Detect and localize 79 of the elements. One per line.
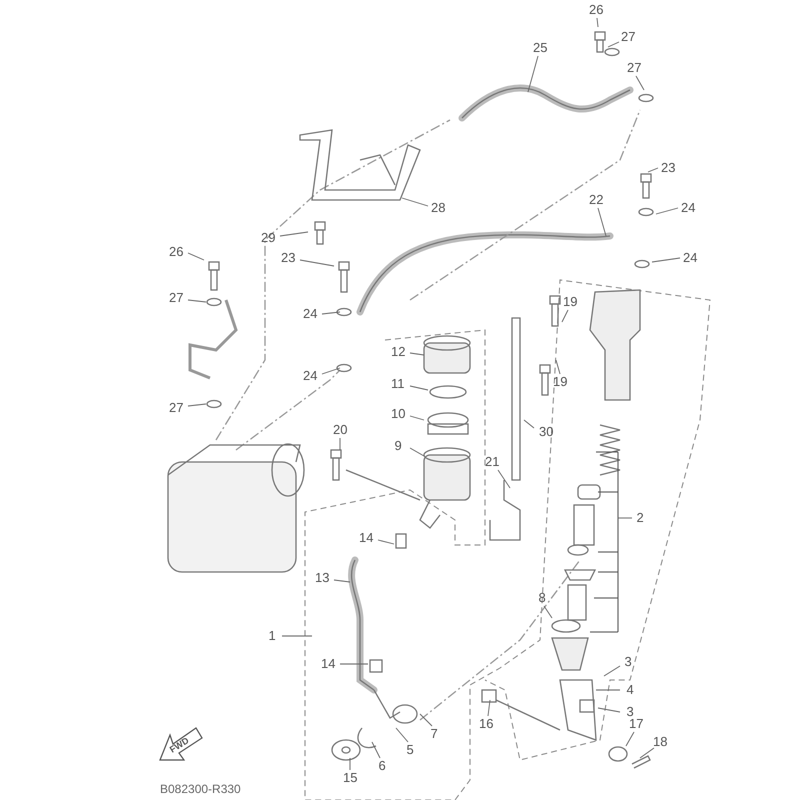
leader-line: [280, 232, 308, 236]
leader-line: [544, 606, 552, 618]
leader-line: [420, 714, 432, 726]
leader-line: [410, 416, 424, 420]
leader-line: [396, 728, 408, 742]
callout-number: 9: [394, 439, 403, 453]
leader-line: [488, 700, 490, 716]
leader-line: [300, 260, 334, 266]
callout-number: 4: [626, 683, 635, 697]
callout-number: 11: [390, 377, 406, 391]
bracket: [590, 452, 618, 632]
callout-number: 27: [620, 30, 636, 44]
callout-number: 24: [302, 369, 318, 383]
leader-line: [322, 312, 340, 314]
callout-number: 27: [168, 401, 184, 415]
callout-number: 7: [430, 727, 439, 741]
leader-line: [598, 708, 620, 712]
leader-line: [598, 208, 606, 236]
leader-line: [636, 76, 644, 90]
leader-line: [410, 386, 428, 390]
callout-number: 23: [660, 161, 676, 175]
callout-number: 13: [314, 571, 330, 585]
callout-number: 27: [626, 61, 642, 75]
leader-line: [556, 360, 560, 374]
leader-line: [652, 258, 680, 262]
callout-number: 14: [358, 531, 374, 545]
callout-number: 20: [332, 423, 348, 437]
callout-number: 21: [484, 455, 500, 469]
leader-line: [410, 448, 424, 456]
callout-number: 26: [588, 3, 604, 17]
callout-number: 15: [342, 771, 358, 785]
leader-line: [188, 300, 206, 302]
callout-number: 26: [168, 245, 184, 259]
callout-number: 12: [390, 345, 406, 359]
callout-number: 23: [280, 251, 296, 265]
direction-label: FWD: [166, 734, 192, 757]
leader-line: [648, 168, 658, 172]
callout-number: 30: [538, 425, 554, 439]
callout-number: 19: [562, 295, 578, 309]
callout-number: 18: [652, 735, 668, 749]
leader-line: [528, 56, 538, 92]
leader-line: [322, 368, 340, 374]
callout-number: 16: [478, 717, 494, 731]
callout-number: 8: [538, 591, 547, 605]
callout-number: 24: [682, 251, 698, 265]
callout-number: 27: [168, 291, 184, 305]
diagram-code: B082300-R330: [160, 782, 241, 796]
leader-line: [604, 666, 620, 676]
callout-number: 10: [390, 407, 406, 421]
leader-line: [188, 404, 206, 406]
callout-number: 3: [624, 655, 633, 669]
callout-number: 14: [320, 657, 336, 671]
leader-line: [626, 732, 634, 746]
callout-number: 17: [628, 717, 644, 731]
leader-line: [498, 470, 510, 488]
callout-number: 5: [406, 743, 415, 757]
leader-line: [524, 420, 534, 428]
callout-number: 22: [588, 193, 604, 207]
callout-number: 29: [260, 231, 276, 245]
callout-number: 2: [636, 511, 645, 525]
leader-line: [640, 748, 654, 758]
callout-number: 3: [626, 705, 635, 719]
callout-number: 1: [268, 629, 277, 643]
callout-number: 6: [378, 759, 387, 773]
leader-line: [656, 208, 678, 214]
callout-number: 24: [302, 307, 318, 321]
leader-line: [188, 252, 204, 260]
callout-number: 24: [680, 201, 696, 215]
leader-line: [608, 42, 620, 48]
leader-line: [562, 310, 568, 322]
leader-line: [402, 198, 428, 206]
leader-line: [334, 580, 350, 582]
leader-line: [596, 18, 598, 28]
callout-number: 28: [430, 201, 446, 215]
leader-line: [372, 742, 380, 758]
leader-line: [378, 540, 394, 544]
leader-line: [410, 352, 424, 356]
callout-number: 19: [552, 375, 568, 389]
callout-number: 25: [532, 41, 548, 55]
